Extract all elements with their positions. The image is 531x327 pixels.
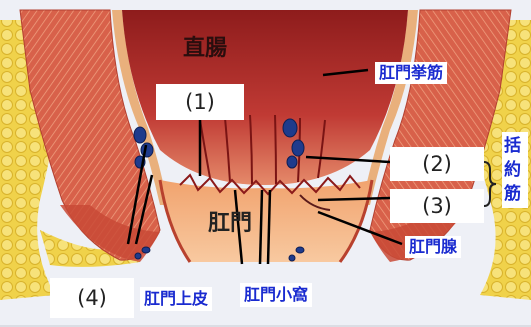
marker-3: (3) — [390, 189, 484, 223]
rectum-label: 直腸 — [183, 38, 227, 60]
marker-2: (2) — [390, 147, 484, 181]
sphincter-label: 括約筋 — [502, 132, 528, 208]
anoderm-label: 肛門上皮 — [140, 287, 212, 311]
marker-4: (4) — [50, 278, 134, 318]
anal-canal-label: 肛門 — [208, 213, 252, 235]
marker-1: (1) — [156, 84, 244, 120]
levator-ani-label: 肛門挙筋 — [375, 62, 447, 84]
anal-crypt-label: 肛門小窩 — [240, 283, 312, 307]
anal-gland-label: 肛門腺 — [405, 236, 461, 258]
